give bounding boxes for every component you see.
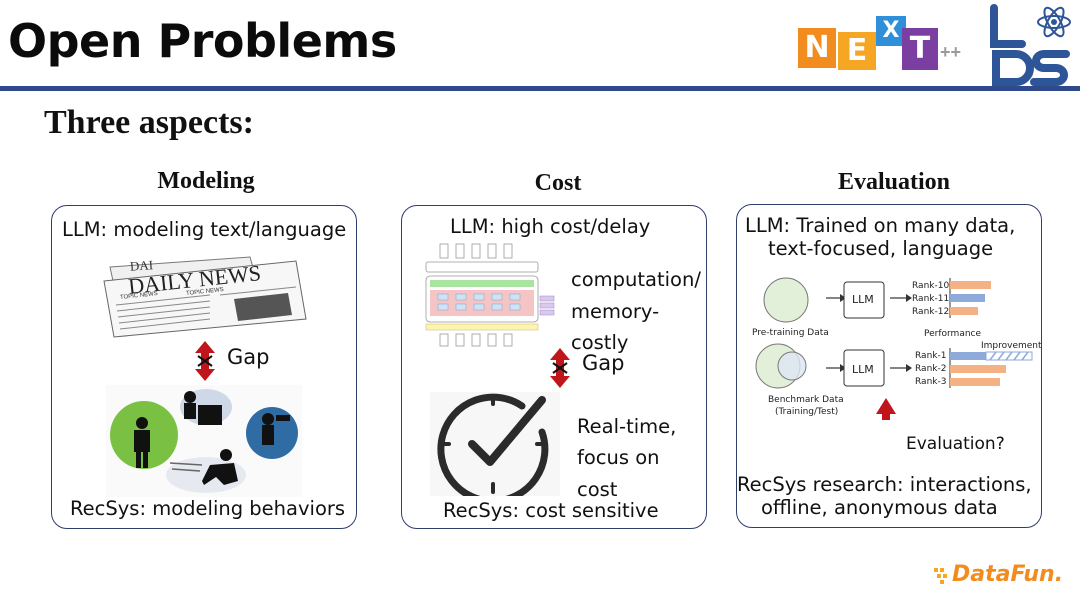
evaluation-diagram	[755, 277, 1033, 420]
rank-label-10: Rank-10	[912, 281, 950, 291]
cost-llm-text: LLM: high cost/delay	[450, 215, 651, 238]
next-logo-suffix: ++	[940, 42, 962, 62]
benchmark-data-line2: (Training/Test)	[775, 407, 839, 417]
heading-modeling: Modeling	[157, 168, 255, 194]
slide-subtitle: Three aspects:	[44, 104, 254, 141]
behaviors-image	[106, 385, 302, 497]
next-logo-letter-n: N	[798, 28, 836, 68]
cost-gap-label: Gap	[582, 351, 625, 375]
modeling-llm-text: LLM: modeling text/language	[62, 218, 347, 241]
evaluation-llm-line2: text-focused, language	[768, 237, 994, 260]
next-logo-letter-t: T	[902, 28, 938, 70]
datafun-text: DataFun.	[952, 562, 1064, 587]
page-title: Open Problems	[8, 14, 397, 68]
cost-computation-line2: memory-	[571, 300, 660, 323]
next-logo: N E X T ++	[798, 14, 970, 72]
evaluation-recsys-line1: RecSys research: interactions,	[737, 473, 1032, 496]
heading-cost: Cost	[534, 170, 582, 196]
improvement-label: Improvement	[981, 341, 1042, 351]
datafun-dots-icon	[934, 568, 947, 584]
lds-logo-icon	[990, 4, 1071, 86]
llm-label-bottom: LLM	[852, 363, 874, 376]
performance-label: Performance	[924, 329, 982, 339]
datafun-logo: DataFun.	[934, 560, 1064, 592]
evaluation-llm-line1: LLM: Trained on many data,	[745, 214, 1016, 237]
cost-realtime-line2: focus on	[577, 446, 660, 469]
next-logo-letter-e: E	[838, 32, 876, 70]
benchmark-data-line1: Benchmark Data	[768, 395, 844, 405]
rank-label-2: Rank-2	[915, 364, 947, 374]
rank-label-1: Rank-1	[915, 351, 947, 361]
heading-evaluation: Evaluation	[837, 169, 951, 195]
gap-arrow-icon	[195, 341, 215, 381]
cost-realtime-line1: Real-time,	[577, 415, 677, 438]
clock-icon	[430, 392, 560, 496]
next-logo-letter-x: X	[876, 16, 906, 46]
newspaper-image: DAI DAILY NEWS TOPIC NEWS TOPIC NEWS	[100, 255, 310, 340]
transformer-diagram-image	[425, 243, 555, 347]
rank-label-12: Rank-12	[912, 307, 950, 317]
title-divider	[0, 86, 1080, 91]
gap-arrow-icon	[550, 348, 570, 388]
rank-label-3: Rank-3	[915, 377, 947, 387]
cost-computation-line1: computation/	[571, 268, 701, 291]
cost-recsys-text: RecSys: cost sensitive	[443, 499, 659, 522]
cost-realtime-line3: cost	[577, 478, 618, 501]
llm-label-top: LLM	[852, 293, 874, 306]
rank-label-11: Rank-11	[912, 294, 950, 304]
modeling-recsys-text: RecSys: modeling behaviors	[70, 497, 346, 520]
cost-computation-line3: costly	[571, 331, 629, 354]
modeling-gap-label: Gap	[227, 345, 270, 369]
evaluation-recsys-line2: offline, anonymous data	[761, 496, 998, 519]
evaluation-question: Evaluation?	[906, 434, 1005, 454]
pretraining-data-label: Pre-training Data	[752, 328, 829, 338]
